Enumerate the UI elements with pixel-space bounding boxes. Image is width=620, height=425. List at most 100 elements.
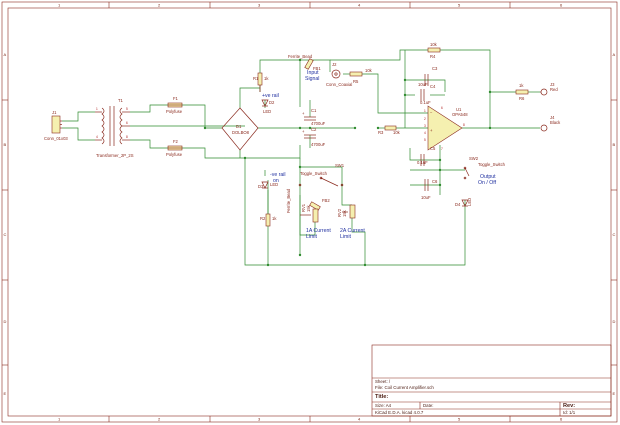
tb-title: Title: <box>375 394 388 400</box>
sw1-value: Toggle_Switch <box>300 171 328 176</box>
r3-value: 10k <box>393 130 401 135</box>
output-jack-j3[interactable]: J3 Red <box>540 82 558 96</box>
capacitor-c6[interactable]: C6 10uF <box>421 179 438 200</box>
transformer-t1[interactable]: 1 4 5 6 8 T1 Transformer_2P_2S <box>95 98 134 158</box>
u1-pin: 7 <box>441 147 443 151</box>
j3-value: Red <box>550 87 558 92</box>
bottom-number: 6 <box>560 417 563 422</box>
svg-text:+: + <box>302 111 305 116</box>
svg-text:+: + <box>430 128 433 133</box>
bridge-rectifier-d1[interactable]: D1 DOLBO8 <box>221 107 259 151</box>
led-d3[interactable]: D3 LED <box>258 181 278 189</box>
inner-frame <box>7 7 612 417</box>
r5-ref: R5 <box>353 79 359 84</box>
j3-ref: J3 <box>550 82 555 87</box>
r4-value: 10k <box>430 42 438 47</box>
output-jack-j4[interactable]: J4 Black <box>540 115 561 132</box>
c6-value: 10uF <box>421 195 431 200</box>
bottom-number: 4 <box>358 417 361 422</box>
r5-value: 10k <box>365 68 373 73</box>
rv2-ref: RV2 <box>337 208 342 217</box>
r3-ref: R3 <box>378 130 384 135</box>
pos-rail-note: +ve rail <box>262 93 279 99</box>
resistor-r5[interactable]: R5 10k <box>349 68 373 84</box>
bottom-number: 2 <box>158 417 161 422</box>
potentiometer-rv2[interactable]: RV2 15k <box>337 204 356 219</box>
left-border-ruler: A B C D E <box>2 52 8 396</box>
top-number: 4 <box>358 3 361 8</box>
top-number: 1 <box>58 3 61 8</box>
f2-ref: F2 <box>173 139 179 144</box>
potentiometer-rv1[interactable]: RV1 15k <box>300 203 319 223</box>
capacitor-c1[interactable]: + C1 4700uF <box>302 108 326 126</box>
resistor-r1[interactable]: R1 1k <box>253 72 269 92</box>
tb-tool: KiCad E.D.A. kicad 4.0.7 <box>375 410 424 415</box>
right-letter: D <box>613 319 616 324</box>
c2-value: 4700uF <box>311 142 326 147</box>
f2-value: Polyfuse <box>166 152 183 157</box>
svg-text:+: + <box>302 129 305 134</box>
r6-value: 1k <box>519 83 524 88</box>
c1-ref: C1 <box>311 108 317 113</box>
r1-ref: R1 <box>253 76 259 81</box>
c4-ref: C4 <box>430 84 436 89</box>
u1-value: OPA548 <box>452 112 468 117</box>
coax-input-j2[interactable]: J2 Conn_Coaxial <box>326 62 352 87</box>
capacitor-c5[interactable]: C5 0.1uF <box>417 146 436 166</box>
ferrite-bead-fb2[interactable]: Ferrite_Bead FB2 <box>286 188 330 213</box>
bottom-number: 3 <box>258 417 261 422</box>
c3-ref: C3 <box>432 66 438 71</box>
limit2-note-1: 2A Current <box>340 228 365 234</box>
opamp-u1[interactable]: − + 1 2 3 4 5 6 7 8 U1 OPA548 <box>424 105 468 151</box>
toggle-switch-sw2[interactable]: SW2 Toggle_Switch <box>463 156 506 180</box>
input-note-1: Input <box>307 70 319 76</box>
capacitor-c4[interactable]: C4 0.1uF <box>420 84 436 105</box>
output-note-1: Output <box>480 174 496 180</box>
sw2-ref: SW2 <box>469 156 479 161</box>
j2-ref: J2 <box>332 62 337 67</box>
led-d2[interactable]: D2 LED <box>261 99 275 114</box>
c1-value: 4700uF <box>311 121 326 126</box>
ferrite-bead-fb1[interactable]: Ferrite_Bead FB1 <box>288 54 321 71</box>
u1-pin: 4 <box>424 131 426 135</box>
tb-sheet: Sheet: / <box>375 379 391 384</box>
f1-ref: F1 <box>173 96 179 101</box>
resistor-r6[interactable]: 1k R6 <box>515 83 529 101</box>
polyfuse-f2[interactable]: F2 Polyfuse <box>166 139 183 157</box>
left-letter: A <box>4 52 7 57</box>
tb-date: Date: <box>423 403 434 408</box>
left-letter: B <box>4 142 7 147</box>
resistor-r4[interactable]: 10k R4 <box>427 42 441 59</box>
f1-value: Polyfuse <box>166 109 183 114</box>
resistor-r2[interactable]: R2 1k <box>260 213 277 227</box>
r2-ref: R2 <box>260 216 266 221</box>
svg-text:4: 4 <box>96 135 98 139</box>
capacitor-c2[interactable]: + C2 4700uF <box>302 127 326 147</box>
toggle-switch-sw1[interactable]: SW1 Toggle_Switch <box>298 163 345 187</box>
rv2-value: 15k <box>342 209 347 217</box>
polyfuse-f1[interactable]: F1 Polyfuse <box>166 96 183 114</box>
top-number: 2 <box>158 3 161 8</box>
svg-text:8: 8 <box>126 135 128 139</box>
t1-ref: T1 <box>118 98 124 103</box>
c2-ref: C2 <box>311 127 317 132</box>
right-letter: A <box>613 52 616 57</box>
u1-ref: U1 <box>456 107 462 112</box>
sw2-value: Toggle_Switch <box>478 162 506 167</box>
bottom-border-ruler: 1 2 3 4 5 6 <box>58 416 563 422</box>
led-d4[interactable]: D4 LED <box>455 198 472 207</box>
c6-ref: C6 <box>432 179 438 184</box>
right-letter: C <box>613 232 616 237</box>
sw1-ref: SW1 <box>335 163 345 168</box>
resistor-r3[interactable]: R3 10k <box>378 125 401 135</box>
d1-ref: D1 <box>236 124 242 129</box>
fb2-value: Ferrite_Bead <box>286 188 291 213</box>
right-letter: E <box>613 391 616 396</box>
capacitor-c3[interactable]: C3 10uF <box>418 66 438 87</box>
u1-pin: 1 <box>424 109 426 113</box>
connector-j1[interactable]: J1 Conn_01x03 <box>44 110 68 141</box>
wires <box>62 49 540 266</box>
tb-size: Size: A4 <box>375 403 392 408</box>
u1-pin: 8 <box>463 123 465 127</box>
